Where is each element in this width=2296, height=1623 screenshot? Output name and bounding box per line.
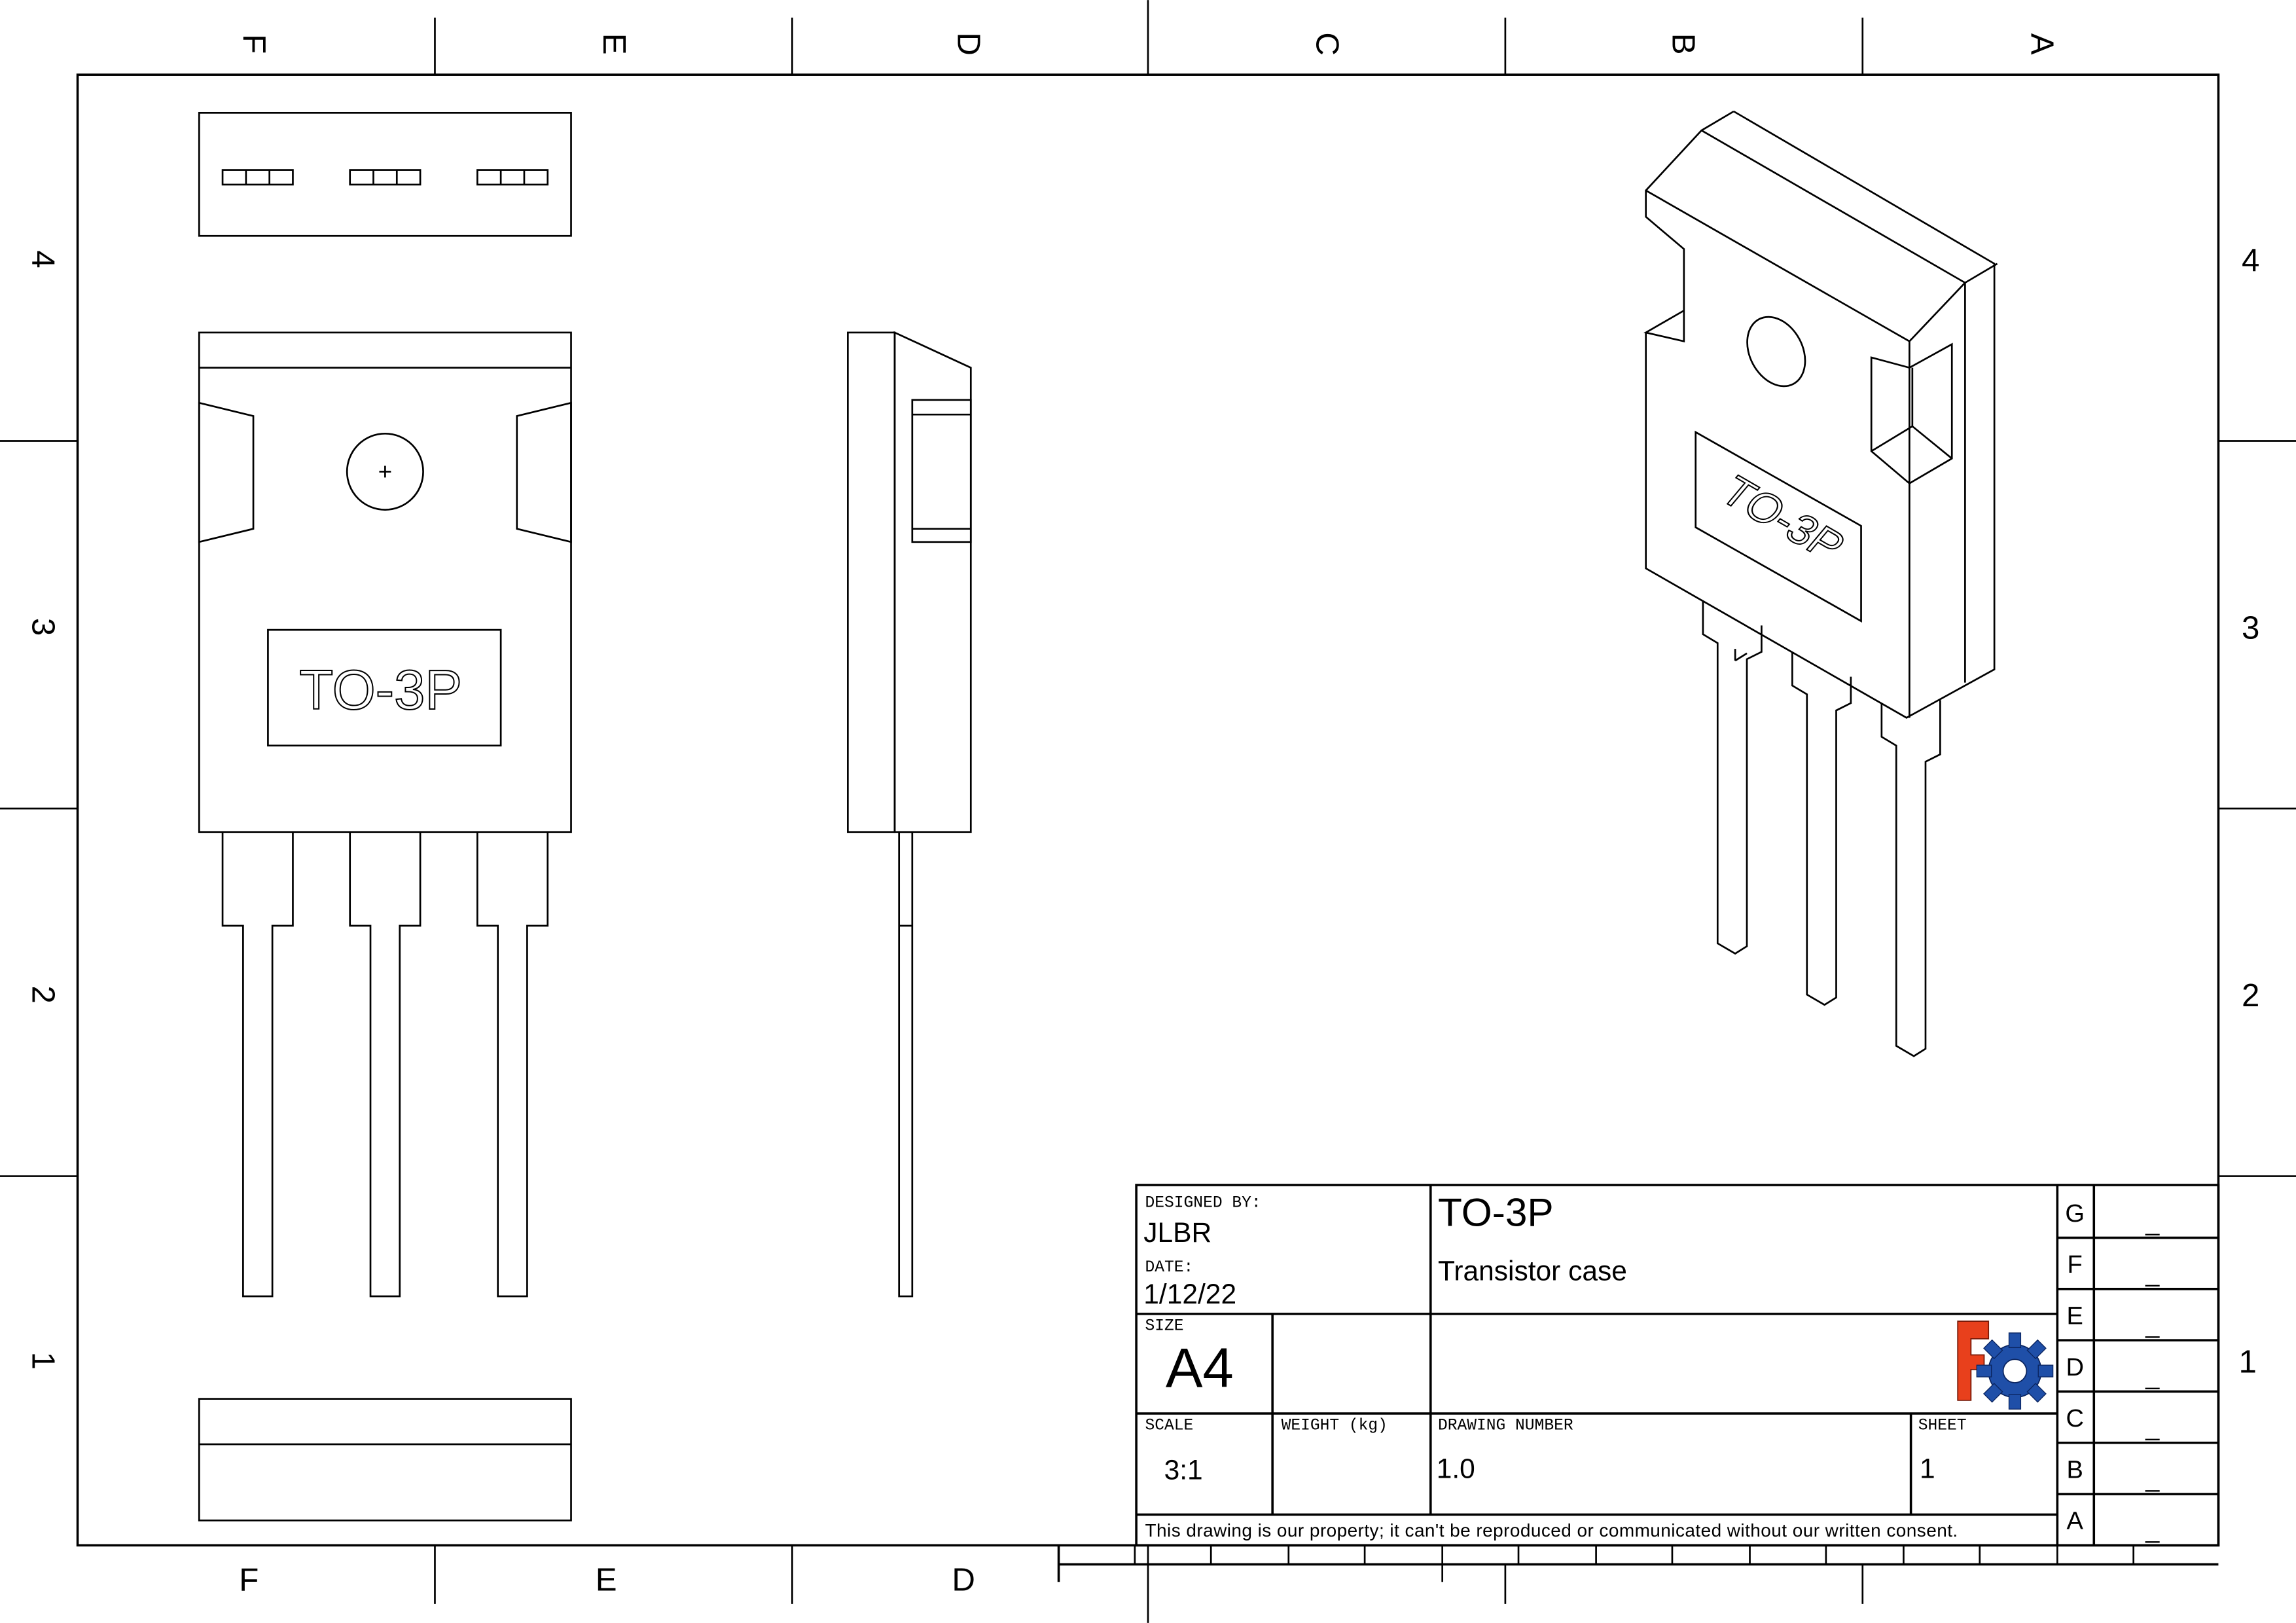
- revision-value: _: [2145, 1516, 2160, 1544]
- title-block: DESIGNED BY: JLBR DATE: 1/12/22 TO-3P Tr…: [1135, 1184, 2220, 1547]
- zone-col-bottom: F: [239, 1562, 259, 1598]
- zone-col-top: F: [236, 34, 272, 54]
- size-label: SIZE: [1145, 1317, 1184, 1335]
- zone-row-right: 2: [2242, 977, 2259, 1013]
- iso-leads: [1702, 600, 1941, 1057]
- leads: [221, 831, 549, 1298]
- isometric-view: TO-3P: [1643, 110, 1998, 1057]
- revision-letter: F: [2068, 1251, 2083, 1279]
- zone-col-bottom: E: [596, 1562, 617, 1598]
- zone-labels: F E D C B A F E D 4 3 2 1 4 3 2 1: [26, 32, 2260, 1597]
- zone-col-top: A: [2024, 33, 2060, 55]
- scale-label: SCALE: [1145, 1417, 1194, 1435]
- zone-col-top: D: [951, 32, 987, 56]
- mounting-hole: [346, 432, 424, 511]
- paper-size: A4: [1166, 1338, 1234, 1400]
- revision-table: G _ F _ E _ D _ C _ B _ A _: [2065, 1200, 2160, 1544]
- designed-by-label: DESIGNED BY:: [1145, 1195, 1261, 1213]
- sheet-number: 1: [1920, 1453, 1935, 1484]
- zone-row-right: 4: [2242, 242, 2259, 278]
- revision-letter: E: [2066, 1303, 2083, 1330]
- zone-col-top: B: [1665, 33, 1701, 55]
- date-label: DATE:: [1145, 1259, 1194, 1277]
- iso-view-label: TO-3P: [1712, 468, 1855, 570]
- front-view: TO-3P: [198, 331, 572, 1298]
- disclaimer: This drawing is our property; it can't b…: [1145, 1520, 1958, 1541]
- scale: 3:1: [1164, 1455, 1203, 1486]
- drawing-subtitle: Transistor case: [1438, 1256, 1627, 1286]
- zone-col-top: C: [1310, 32, 1346, 56]
- revision-letter: D: [2066, 1354, 2083, 1381]
- drawing-number-label: DRAWING NUMBER: [1438, 1417, 1573, 1435]
- top-view: [198, 111, 572, 237]
- zone-row-right: 1: [2238, 1343, 2256, 1379]
- zone-row-left: 1: [26, 1352, 62, 1370]
- sheet-label: SHEET: [1918, 1417, 1967, 1435]
- front-view-label: TO-3P: [299, 659, 462, 721]
- revision-value: _: [2145, 1260, 2160, 1288]
- zone-col-top: E: [596, 33, 632, 55]
- drawing-title: TO-3P: [1438, 1190, 1554, 1235]
- designed-by: JLBR: [1143, 1218, 1211, 1249]
- zone-row-left: 4: [26, 250, 62, 268]
- zone-col-bottom: D: [952, 1562, 975, 1598]
- revision-letter: G: [2065, 1200, 2085, 1228]
- revision-value: _: [2145, 1414, 2160, 1442]
- side-view: [847, 331, 972, 1298]
- weight-label: WEIGHT (kg): [1282, 1417, 1388, 1435]
- zone-row-right: 3: [2242, 610, 2259, 646]
- revision-letter: C: [2066, 1405, 2083, 1432]
- revision-letter: A: [2066, 1508, 2083, 1535]
- zone-row-left: 2: [26, 985, 62, 1003]
- revision-value: _: [2145, 1311, 2160, 1339]
- bottom-view: [198, 1398, 572, 1522]
- drawing-number: 1.0: [1437, 1453, 1475, 1484]
- date: 1/12/22: [1143, 1279, 1236, 1310]
- revision-value: _: [2145, 1362, 2160, 1390]
- revision-letter: B: [2066, 1456, 2083, 1484]
- iso-mounting-hole: [1746, 316, 1806, 388]
- bottom-ruler: [1057, 1545, 2219, 1582]
- revision-value: _: [2145, 1209, 2160, 1236]
- freecad-logo-icon: [1957, 1321, 2054, 1410]
- revision-value: _: [2145, 1465, 2160, 1493]
- zone-row-left: 3: [26, 618, 62, 636]
